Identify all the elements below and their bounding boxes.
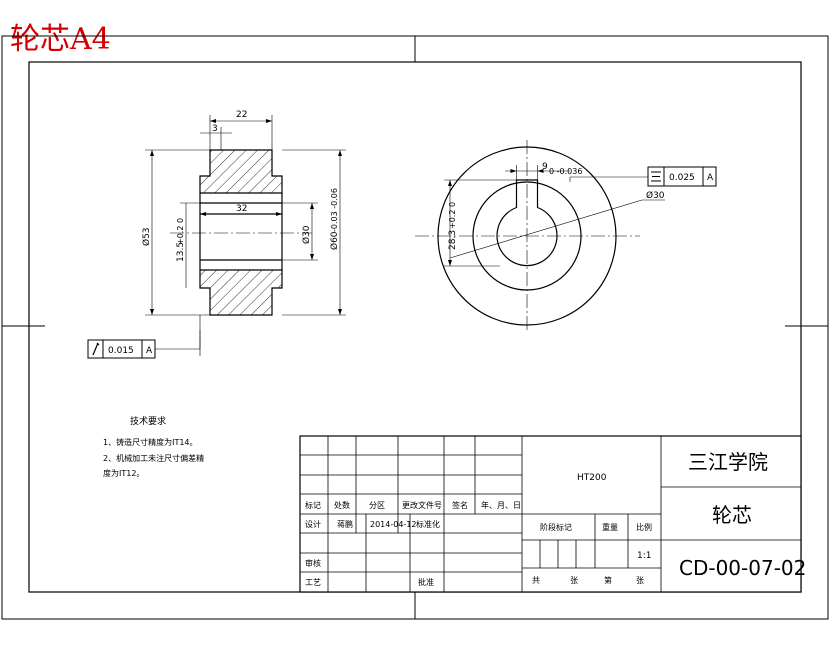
dim-bore-length: 32 xyxy=(236,204,247,214)
label-total: 共 xyxy=(532,576,540,585)
label-ratio: 比例 xyxy=(636,522,652,532)
side-view: 9 0 -0.036 28.3 +0.2 0 Ø30 xyxy=(415,140,665,332)
dim-side-bore-dia: Ø30 xyxy=(646,190,665,201)
front-section-view: 22 3 32 Ø53 Ø30 Ø60 -0.03 -0.06 13.5 +0.… xyxy=(141,110,346,356)
school-name: 三江学院 xyxy=(688,450,768,474)
centering-marks xyxy=(2,36,828,619)
design-date: 2014-04-12 xyxy=(370,520,417,529)
label-zone: 分区 xyxy=(369,501,385,510)
notes-heading: 技术要求 xyxy=(130,415,166,427)
symmetry-value: 0.025 xyxy=(669,173,695,183)
dim-keyway-height-tol: +0.2 0 xyxy=(448,202,457,229)
label-design: 设计 xyxy=(305,519,321,529)
lower-hatch xyxy=(199,269,283,316)
runout-icon xyxy=(92,342,100,356)
upper-hatch xyxy=(199,149,283,194)
designer-name: 蒋鹏 xyxy=(337,519,353,529)
title-block: 标记 处数 分区 更改文件号 签名 年、月、日 设计 蒋鹏 2014-04-12… xyxy=(299,435,806,593)
symmetry-icon xyxy=(651,171,661,182)
label-stage-mark: 阶段标记 xyxy=(540,522,572,532)
dim-keyway-height: 28.3 xyxy=(448,230,458,250)
dim-width: 22 xyxy=(236,110,247,120)
runout-tolerance-frame: 0.015 A xyxy=(87,339,156,359)
dim-outer-dia: Ø53 xyxy=(141,227,152,246)
label-count: 处数 xyxy=(334,500,350,510)
runout-value: 0.015 xyxy=(108,346,134,356)
notes-line-1: 1、铸造尺寸精度为IT14。 xyxy=(103,437,198,447)
bore-with-keyway xyxy=(496,179,558,267)
label-sheets: 张 xyxy=(570,576,578,585)
dim-bore-dia: Ø30 xyxy=(301,225,312,244)
label-date: 年、月、日 xyxy=(481,500,521,510)
label-weight: 重量 xyxy=(602,522,618,532)
label-standardization: 标准化 xyxy=(416,519,440,529)
dim-fit-dia: Ø60 xyxy=(329,231,340,250)
dim-fit-tol: -0.03 -0.06 xyxy=(330,188,339,232)
dim-keyway-width-tol: 0 -0.036 xyxy=(549,167,582,176)
dim-keyway-depth-tol: +0.2 0 xyxy=(176,218,185,245)
label-sheet-no: 第 xyxy=(604,575,612,585)
label-approve: 批准 xyxy=(418,577,434,587)
notes-line-2: 2、机械加工未注尺寸偏差精 xyxy=(103,453,204,463)
notes-line-3: 度为IT12。 xyxy=(103,468,144,478)
part-name: 轮芯 xyxy=(712,503,752,527)
label-process: 工艺 xyxy=(305,578,321,587)
label-change-doc: 更改文件号 xyxy=(402,500,442,510)
label-sheets-2: 张 xyxy=(636,576,644,585)
dim-shoulder: 3 xyxy=(212,124,218,134)
technical-notes: 技术要求 1、铸造尺寸精度为IT14。 2、机械加工未注尺寸偏差精 度为IT12… xyxy=(103,415,204,478)
material: HT200 xyxy=(577,473,607,483)
symmetry-tolerance-frame: 0.025 A xyxy=(647,166,717,187)
sheet-title: 轮芯A4 xyxy=(10,22,111,57)
label-mark: 标记 xyxy=(305,500,321,510)
label-review: 审核 xyxy=(305,558,321,568)
symmetry-datum: A xyxy=(707,173,714,183)
label-sign: 签名 xyxy=(452,500,468,510)
runout-datum: A xyxy=(146,346,153,356)
dim-keyway-width: 9 xyxy=(542,162,548,172)
drawing-number: CD-00-07-02 xyxy=(679,556,806,580)
dim-keyway-depth: 13.5 xyxy=(176,242,186,262)
scale-value: 1:1 xyxy=(637,551,651,561)
